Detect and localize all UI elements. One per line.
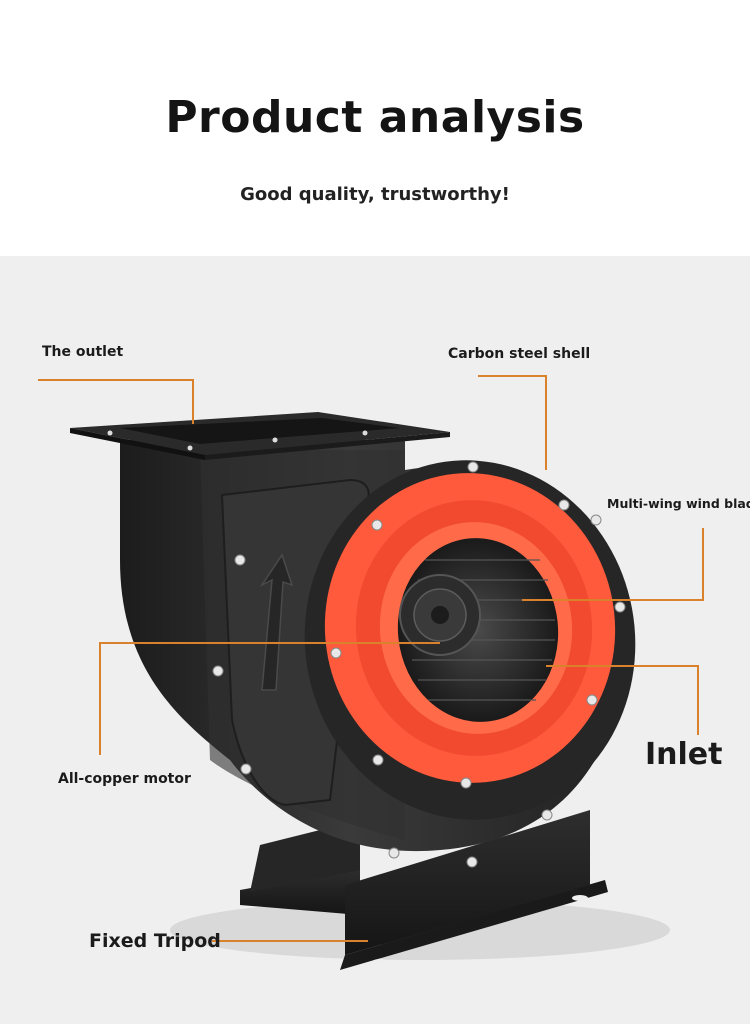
the-outlet: [70, 412, 450, 460]
label-multi-wing-wind-blades: Multi-wing wind blades: [607, 496, 750, 511]
fixed-tripod: [240, 810, 608, 970]
label-fixed-tripod: Fixed Tripod: [89, 930, 221, 952]
product-stage: [0, 256, 750, 1024]
outlet-callout-line: [38, 379, 194, 424]
label-all-copper-motor: All-copper motor: [58, 771, 191, 787]
ring-bolts: [212, 461, 626, 868]
label-the-outlet: The outlet: [42, 344, 124, 360]
inlet-callout-line: [546, 665, 699, 735]
motor-callout-line: [99, 642, 440, 755]
page-header: Product analysis Good quality, trustwort…: [0, 0, 750, 256]
label-inlet: Inlet: [645, 737, 723, 772]
page-title: Product analysis: [165, 92, 585, 143]
page-subtitle: Good quality, trustworthy!: [240, 184, 510, 205]
blower-fan-illustration: [38, 375, 704, 970]
airflow-arrow-icon: [259, 553, 294, 691]
callout-lines: [38, 375, 704, 942]
label-carbon-steel-shell: Carbon steel shell: [448, 346, 591, 362]
shell-callout-line: [478, 375, 547, 470]
all-copper-motor: [399, 574, 481, 656]
blades-callout-line: [522, 528, 704, 601]
